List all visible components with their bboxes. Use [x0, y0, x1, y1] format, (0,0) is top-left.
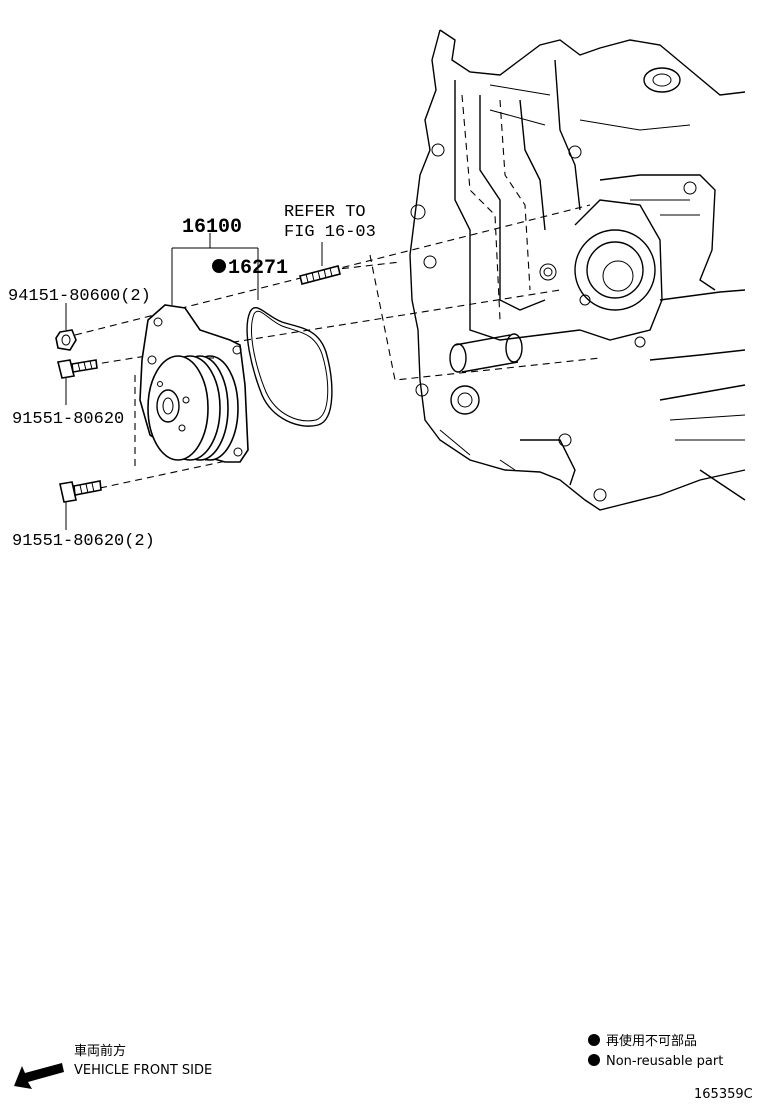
figure-code: 165359C: [694, 1087, 753, 1102]
legend-en-text: Non-reusable part: [606, 1054, 723, 1069]
refer-to-text: REFER TO: [284, 203, 366, 222]
non-reusable-dot-icon: [212, 259, 226, 273]
bolt-upper-part-number[interactable]: 91551-80620: [12, 410, 124, 429]
figure-reference-link[interactable]: FIG 16-03: [284, 223, 376, 242]
legend-dot-icon: [588, 1054, 600, 1066]
legend: 再使用不可部品 Non-reusable part: [588, 1033, 723, 1069]
flange-nut: [55, 329, 77, 351]
nut-part-number[interactable]: 94151-80600(2): [8, 287, 151, 306]
upper-flange-bolt: [57, 359, 98, 379]
engine-block-drawing: [409, 29, 746, 511]
arrow-left-down-icon: [14, 1063, 64, 1089]
direction-jp-text: 車両前方: [74, 1043, 126, 1059]
stud-bolt: [299, 265, 341, 285]
leader-lines: [65, 233, 323, 530]
water-pump-assembly: [139, 304, 249, 463]
legend-jp-text: 再使用不可部品: [606, 1033, 697, 1049]
lower-flange-bolt: [59, 480, 102, 503]
gasket-ring: [246, 306, 333, 427]
direction-en-text: VEHICLE FRONT SIDE: [74, 1063, 212, 1078]
bolt-lower-part-number[interactable]: 91551-80620(2): [12, 532, 155, 551]
legend-dot-icon: [588, 1034, 600, 1046]
gasket-part-number[interactable]: 16271: [228, 257, 288, 280]
assembly-part-number[interactable]: 16100: [182, 216, 242, 239]
direction-indicator: 車両前方 VEHICLE FRONT SIDE: [14, 1043, 212, 1089]
